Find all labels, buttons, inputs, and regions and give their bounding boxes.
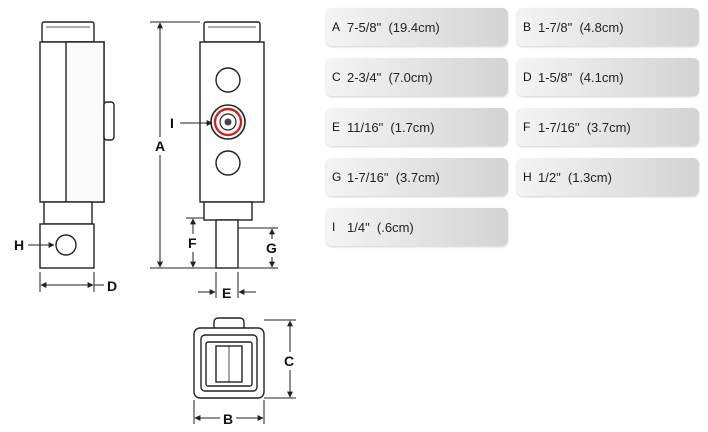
dim-card-c: C 2-3/4" (7.0cm) [326,58,508,96]
dim-key: D [523,70,532,84]
side-knob [103,101,115,141]
label-a: A [155,138,165,154]
dim-d [39,272,104,292]
dim-value: 1-7/16" (3.7cm) [347,169,440,185]
dim-card-g: G 1-7/16" (3.7cm) [326,158,508,196]
label-h: H [14,237,24,253]
label-i: I [170,115,174,131]
front-stem [215,219,239,269]
dim-value: 1-5/8" (4.1cm) [538,69,624,85]
dim-f [186,217,204,268]
label-c: C [284,353,294,369]
pressure-gauge-icon [210,104,246,140]
side-neck [43,201,93,225]
dim-key: H [523,170,532,184]
dim-card-a: A 7-5/8" (19.4cm) [326,8,508,46]
dim-e [198,272,256,298]
dim-value: 1-7/8" (4.8cm) [538,19,624,35]
dim-c [264,319,298,399]
dim-value: 11/16" (1.7cm) [347,119,435,135]
dim-value: 1-7/16" (3.7cm) [538,119,631,135]
dim-card-i: I 1/4" (.6cm) [326,208,508,246]
dim-key: A [332,20,341,34]
dim-key: C [332,70,341,84]
dim-value: 7-5/8" (19.4cm) [347,19,440,35]
side-cover-plate [65,41,105,203]
dim-key: G [332,170,342,184]
front-neck [203,201,253,221]
front-top-cap [203,21,261,43]
dim-card-f: F 1-7/16" (3.7cm) [517,108,699,146]
top-view [193,317,265,399]
label-b: B [223,411,233,427]
side-port-circle [55,234,77,256]
dim-card-b: B 1-7/8" (4.8cm) [517,8,699,46]
technical-drawing: H D I A F [14,21,298,428]
front-view [199,21,265,269]
front-upper-hole [215,67,241,93]
dim-card-d: D 1-5/8" (4.1cm) [517,58,699,96]
dim-card-h: H 1/2" (1.3cm) [517,158,699,196]
dim-card-e: E 11/16" (1.7cm) [326,108,508,146]
dim-key: E [332,120,341,134]
label-d: D [107,278,117,294]
dim-key: B [523,20,532,34]
dim-key: F [523,120,531,134]
dim-value: 1/2" (1.3cm) [538,169,612,185]
side-view [39,21,115,269]
label-f: F [188,235,197,251]
dim-a [150,21,216,269]
dim-b [193,400,265,428]
front-lower-hole [215,150,241,176]
dim-g [238,227,280,269]
label-g: G [266,240,277,256]
dim-value: 2-3/4" (7.0cm) [347,69,433,85]
label-e: E [222,285,231,301]
side-top-cap [41,21,95,43]
dim-value: 1/4" (.6cm) [347,219,414,235]
dim-key: I [332,220,336,234]
